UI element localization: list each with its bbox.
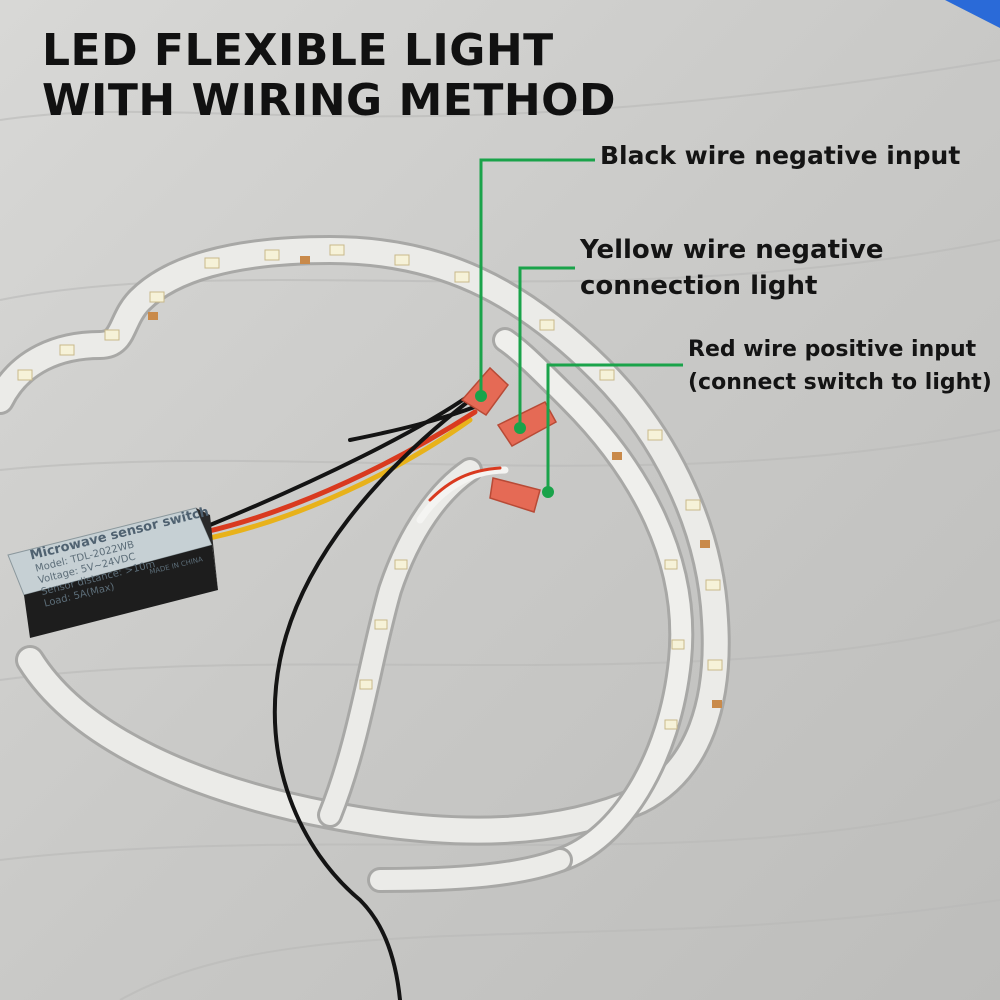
connector-red — [489, 477, 541, 513]
wire-black-top — [348, 403, 482, 442]
title-line-2: WITH WIRING METHOD — [42, 75, 617, 126]
wire-white — [416, 466, 509, 524]
callout-lines — [479, 158, 683, 492]
connector-yellow — [496, 401, 558, 447]
callout-black-wire: Black wire negative input — [600, 140, 960, 172]
sensor-switch-module — [7, 507, 218, 638]
callout-yellow-line-1: Yellow wire negative — [580, 235, 884, 265]
callout-line-black — [479, 158, 595, 396]
callout-yellow-line-2: connection light — [580, 271, 818, 301]
callout-dot-black — [475, 390, 487, 402]
wire-black-long — [272, 398, 472, 1000]
callout-black-text: Black wire negative input — [600, 141, 961, 170]
callout-red-line-1: Red wire positive input — [688, 337, 977, 362]
callout-dot-red — [542, 486, 554, 498]
wires — [197, 393, 509, 1000]
callout-dots — [475, 390, 554, 498]
callout-line-red — [546, 363, 683, 492]
callout-dot-yellow — [514, 422, 526, 434]
wire-yellow — [197, 417, 473, 543]
resistors — [148, 256, 722, 708]
title-line-1: LED FLEXIBLE LIGHT — [42, 25, 554, 76]
led-strip — [0, 234, 731, 893]
wire-red-left — [202, 409, 478, 535]
callout-red-line-2: (connect switch to light) — [688, 370, 992, 395]
callout-red-wire: Red wire positive input (connect switch … — [688, 333, 992, 399]
wire-black-upper — [208, 393, 472, 527]
blue-corner-object — [945, 0, 1000, 28]
page-title: LED FLEXIBLE LIGHT WITH WIRING METHOD — [42, 26, 616, 126]
callout-line-yellow — [518, 266, 575, 428]
wire-red-right — [428, 466, 502, 502]
led-chips — [17, 244, 723, 730]
callout-yellow-wire: Yellow wire negative connection light — [580, 232, 884, 304]
